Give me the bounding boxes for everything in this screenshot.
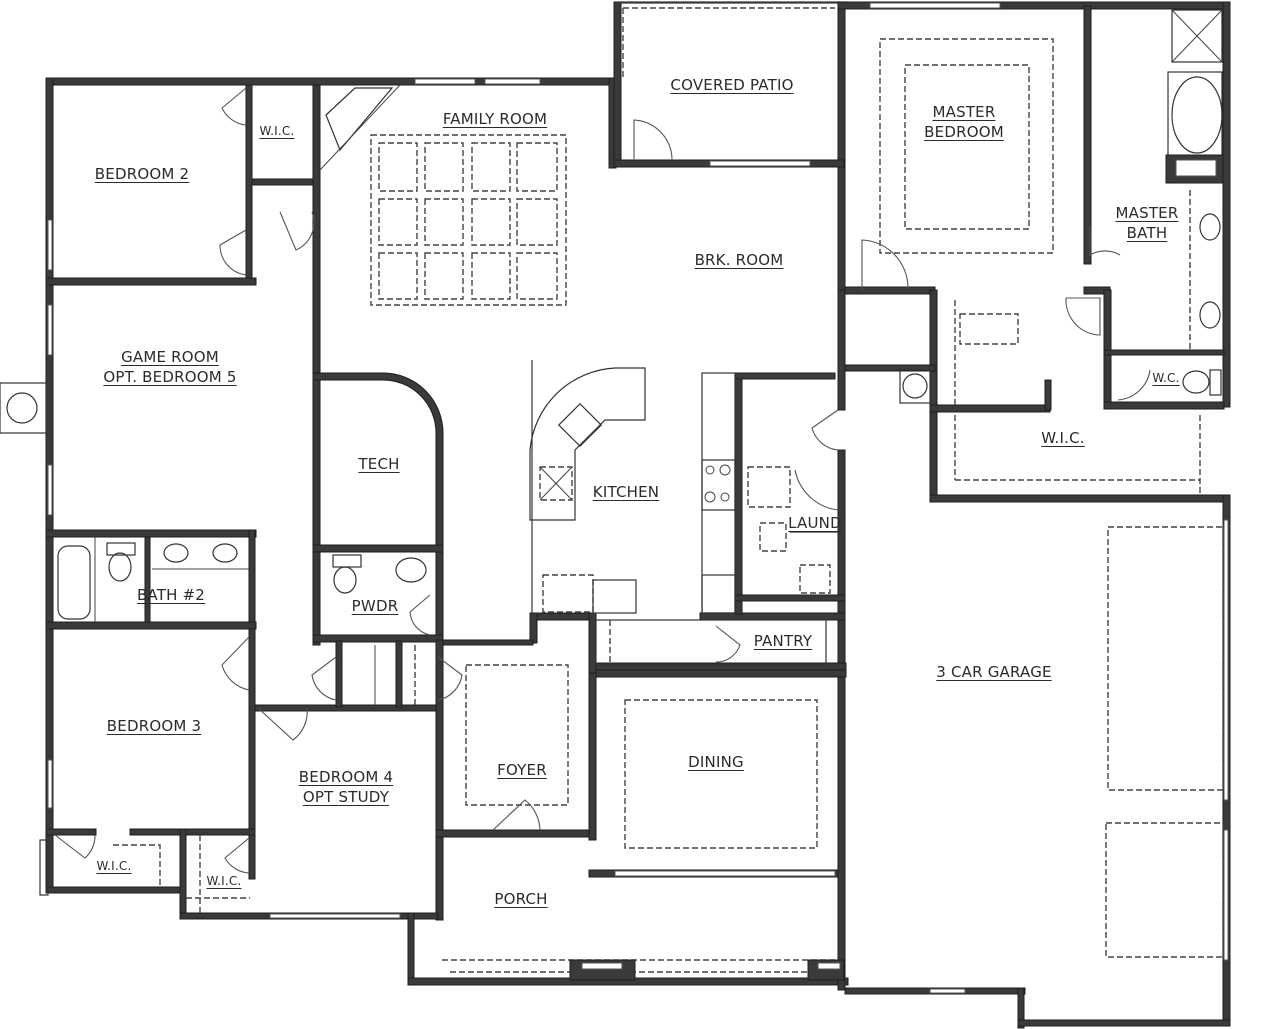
windows	[47, 2, 1229, 994]
room-label-porch: PORCH	[494, 890, 548, 908]
room-label-bedroom-3: BEDROOM 3	[106, 717, 202, 735]
room-label-family-room: FAMILY ROOM	[442, 110, 548, 128]
room-label-brk-room: BRK. ROOM	[694, 251, 784, 269]
room-label-kitchen: KITCHEN	[592, 483, 660, 501]
room-label-laundry: LAUND	[788, 514, 842, 532]
room-label-bedroom-2: BEDROOM 2	[94, 165, 190, 183]
fixtures	[0, 9, 1224, 915]
room-label-wic-master: W.I.C.	[1041, 429, 1085, 447]
room-label-foyer: FOYER	[497, 761, 547, 779]
doors	[54, 87, 1151, 874]
room-label-dining: DINING	[688, 753, 744, 771]
room-label-pantry: PANTRY	[753, 632, 813, 650]
room-label-wc: W.C.	[1152, 371, 1180, 385]
room-label-powder: PWDR	[351, 597, 399, 615]
room-label-tech: TECH	[358, 455, 400, 473]
room-label-wic-bedroom-3: W.I.C.	[96, 859, 132, 873]
room-label-wic-bedroom-4: W.I.C.	[206, 874, 242, 888]
porch-columns	[569, 959, 845, 981]
room-label-bath-2: BATH #2	[136, 586, 206, 604]
room-label-garage: 3 CAR GARAGE	[936, 663, 1052, 681]
room-label-wic-bedroom-2: W.I.C.	[259, 124, 295, 138]
room-label-covered-patio: COVERED PATIO	[670, 76, 794, 94]
ceiling-details	[370, 7, 1224, 973]
